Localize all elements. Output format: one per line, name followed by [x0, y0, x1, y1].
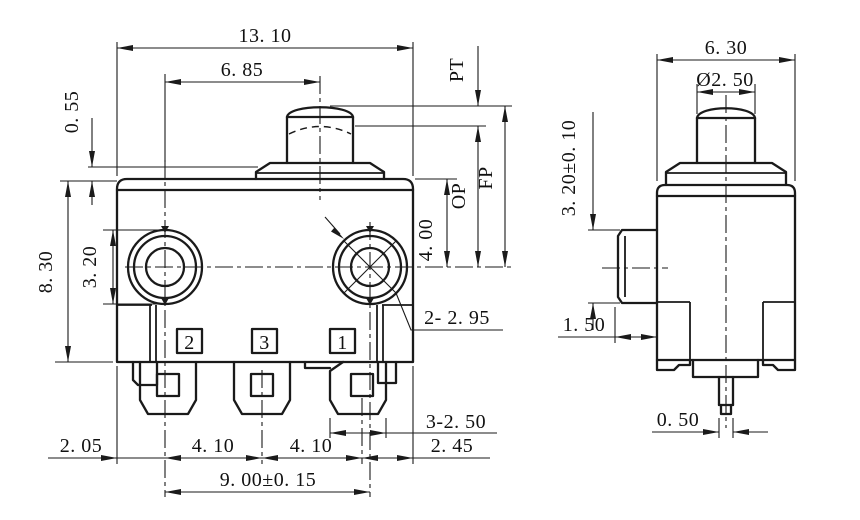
- left-foot: [131, 360, 159, 387]
- dim-terminal-width: 3-2. 50: [426, 411, 486, 433]
- terminal-3-label: 3: [259, 332, 270, 354]
- front-view: 2 3 1 13. 10 6. 85 0. 55: [35, 25, 512, 497]
- side-view: 6. 30 Ø2. 50 3. 20±0. 10 1. 50 0. 50: [558, 37, 797, 438]
- dim-boss-depth: 1. 50: [563, 314, 606, 336]
- switch-body-outline: [115, 177, 415, 364]
- label-operating-position: OP: [448, 183, 470, 210]
- terminal-2-label: 2: [184, 332, 195, 354]
- dim-overall-width: 13. 10: [239, 25, 292, 47]
- side-terminal-pin: [717, 375, 735, 416]
- dim-right-offset: 2. 45: [431, 435, 474, 457]
- dim-plunger-diameter: Ø2. 50: [696, 69, 753, 91]
- dim-hole-spacing: 9. 00±0. 15: [220, 469, 316, 491]
- terminal-number-3: 3: [250, 327, 279, 355]
- terminal-1-label: 1: [337, 332, 348, 354]
- terminal-number-2: 2: [175, 327, 204, 355]
- terminal-tab-1: [328, 360, 388, 416]
- side-boss: [616, 228, 659, 305]
- dim-cap-height: 0. 55: [61, 91, 83, 134]
- dim-plunger-offset: 6. 85: [221, 59, 264, 81]
- dim-boss-height: 3. 20±0. 10: [558, 120, 580, 216]
- dim-top-to-center: 4. 00: [415, 219, 437, 262]
- dim-left-offset: 2. 05: [60, 435, 103, 457]
- label-pretravel: PT: [446, 58, 468, 82]
- dim-hole-height: 3. 20: [79, 246, 101, 289]
- plunger-pressed-hidden-line: [288, 125, 352, 135]
- dim-overall-height: 8. 30: [35, 251, 57, 294]
- terminal-tab-2: [138, 360, 198, 416]
- dim-overall-depth: 6. 30: [705, 37, 748, 59]
- dim-terminal-pitch-right: 4. 10: [290, 435, 333, 457]
- terminal-number-1: 1: [328, 327, 357, 355]
- dim-mounting-holes: 2- 2. 95: [424, 307, 490, 329]
- label-free-position: FP: [475, 166, 497, 189]
- side-body-outline: [655, 183, 797, 362]
- dim-pin-thickness: 0. 50: [657, 409, 700, 431]
- dim-terminal-pitch-left: 4. 10: [192, 435, 235, 457]
